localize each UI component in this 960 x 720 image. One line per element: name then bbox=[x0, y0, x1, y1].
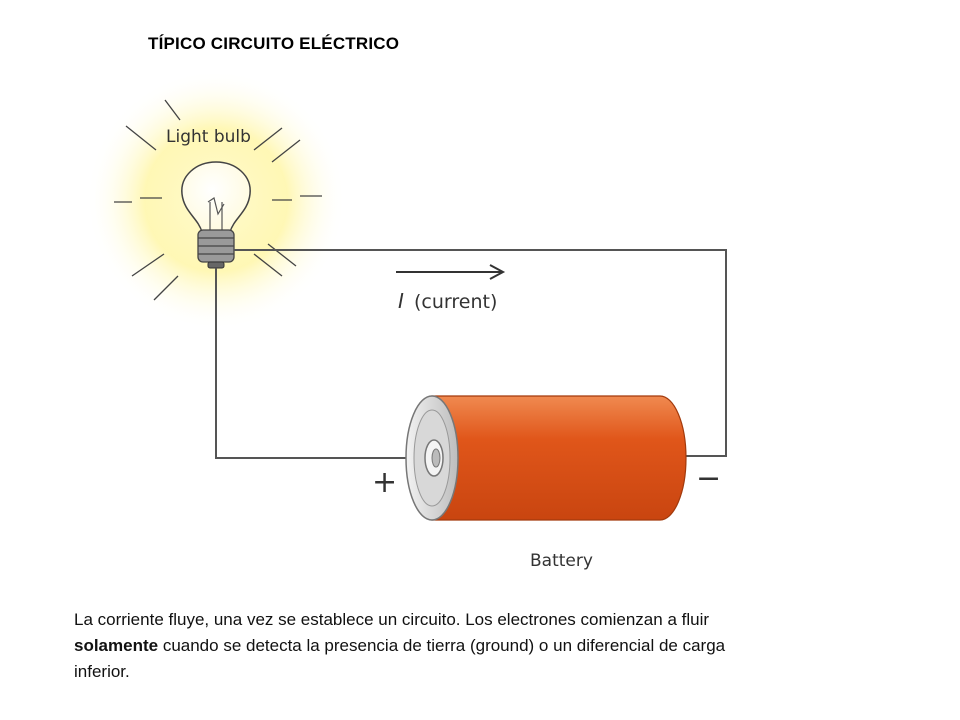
bulb-filament bbox=[207, 197, 225, 230]
circuit-wire bbox=[215, 249, 727, 459]
battery bbox=[405, 395, 687, 521]
caption: La corriente fluye, una vez se establece… bbox=[74, 607, 774, 685]
current-symbol: I bbox=[398, 289, 404, 313]
caption-bold: solamente bbox=[74, 636, 159, 655]
light-rays bbox=[114, 99, 322, 301]
caption-part1: La corriente fluye, una vez se establece… bbox=[74, 610, 710, 629]
bulb-base bbox=[197, 229, 235, 269]
current-label: (current) bbox=[414, 291, 497, 313]
caption-part2: cuando se detecta la presencia de tierra… bbox=[74, 636, 726, 681]
bulb-glass bbox=[181, 161, 251, 233]
page-title: TÍPICO CIRCUITO ELÉCTRICO bbox=[148, 34, 400, 53]
current-arrow bbox=[396, 264, 506, 280]
bulb-label: Light bulb bbox=[166, 127, 251, 147]
minus-sign: − bbox=[696, 461, 721, 496]
plus-sign: + bbox=[372, 465, 397, 500]
battery-label: Battery bbox=[530, 551, 593, 571]
